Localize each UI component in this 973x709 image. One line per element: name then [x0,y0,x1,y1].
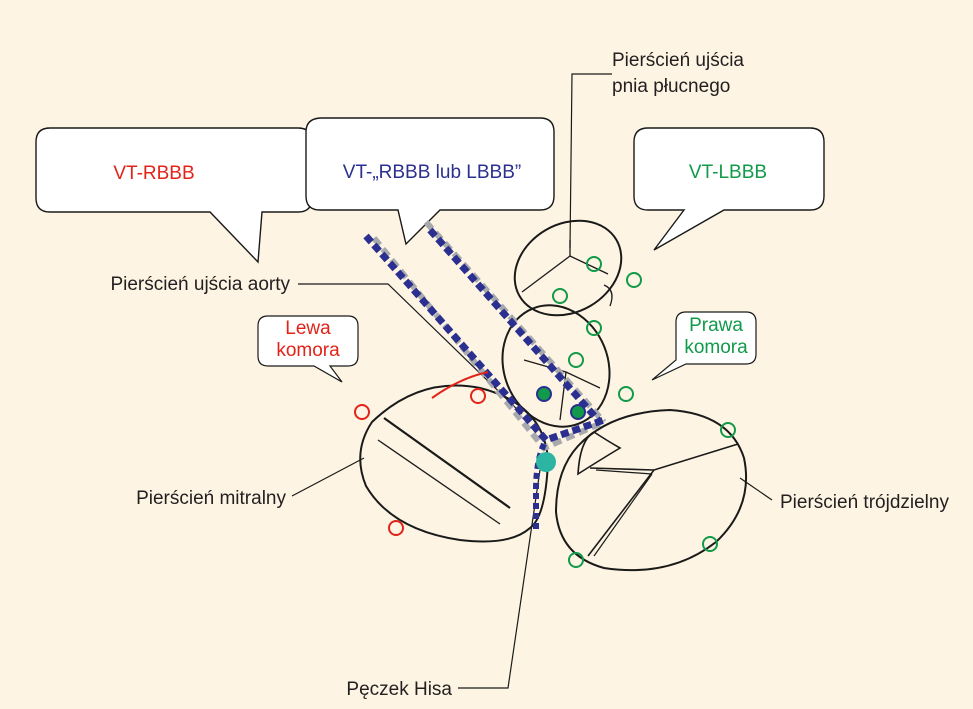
callout-vt-rbbb-lbbb-text: VT-„RBBB lub LBBB” [343,162,521,183]
callout-vt-lbbb [633,127,825,251]
tricuspid-label: Pierścień trójdzielny [780,492,949,513]
callout-vt-lbbb-text: VT-LBBB [689,162,767,183]
pathway-lines [363,220,607,530]
green-filled-dot-2 [570,404,586,420]
mitral-label: Pierścień mitralny [136,488,286,509]
callout-prawa-line1: Prawa [689,315,743,336]
aortic-label: Pierścień ujścia aorty [110,274,290,295]
mitral-leader [291,457,365,497]
green-open-circles [552,256,736,568]
blue-pathway-his [533,442,547,530]
aortic-leader [298,283,523,415]
callout-vt-rbbb-text: VT-RBBB [113,163,194,184]
tricuspid-leader [739,477,773,501]
red-open-circles [354,388,486,536]
callout-vt-rbbb [35,127,313,264]
pulmonary-label-line2: pnia płucnego [612,76,730,97]
leader-lines [291,73,773,689]
gray-pathway-left [371,236,606,452]
callout-lewa-line2: komora [276,340,340,361]
pulmonary-label-line1: Pierścień ujścia [612,50,744,71]
callout-lewa-komora [257,315,359,383]
blue-pathway-left [363,233,606,445]
his-label: Pęczek Hisa [346,679,452,700]
callout-prawa-komora [651,311,757,381]
callout-lewa-line1: Lewa [285,318,331,339]
pulmonary-leader [569,73,612,249]
his-leader [458,469,541,689]
red-curve [431,371,489,399]
callout-vt-rbbb-lbbb [305,117,555,246]
blue-pathway-right [427,227,601,423]
pulmonary-valve-ring [513,219,623,317]
callout-prawa-line2: komora [684,337,748,358]
his-bundle-dot [536,452,556,472]
green-filled-dot-1 [536,386,552,402]
